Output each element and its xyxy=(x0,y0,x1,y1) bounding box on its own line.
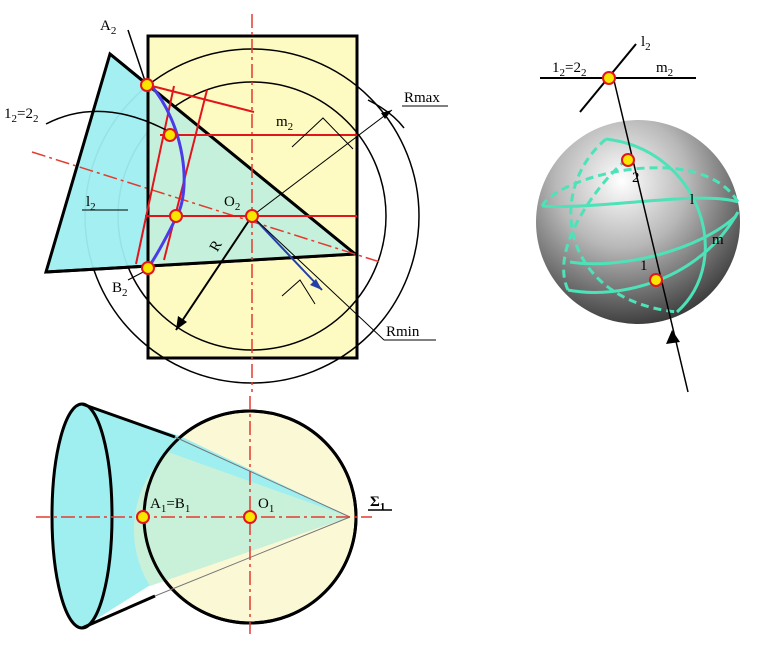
label-a1b1: A1=B1 xyxy=(150,496,190,515)
sphere-body xyxy=(536,120,740,324)
great-circle-m-front xyxy=(541,196,739,208)
great-circle-l-front xyxy=(605,137,707,314)
rmin-radius-line xyxy=(251,215,323,291)
label-rmax: Rmax xyxy=(404,90,440,106)
label-sphere-m2: m2 xyxy=(656,60,673,79)
top-cone-inner-bottom xyxy=(154,516,351,597)
r-radius-line xyxy=(175,215,253,331)
top-cone-base xyxy=(50,402,114,630)
point-1-icon xyxy=(163,128,177,142)
label-sphere-l2: l2 xyxy=(641,34,651,53)
label-curve-l: l xyxy=(690,192,694,208)
r-arrow-icon xyxy=(176,316,187,330)
point-a1b1-icon xyxy=(136,510,150,524)
label-o2: O2 xyxy=(224,194,240,213)
rmax-ray xyxy=(251,109,393,217)
label-m2: m2 xyxy=(276,114,293,133)
point-top-icon xyxy=(602,71,616,85)
right-angle-mark-bottom xyxy=(281,279,316,305)
cone-axis xyxy=(31,151,381,263)
label-curve-m: m xyxy=(712,232,724,248)
a2-leader xyxy=(127,29,147,85)
point-a2-icon xyxy=(140,78,154,92)
great-circle-l-back xyxy=(569,137,678,314)
point-b2-icon xyxy=(141,261,155,275)
point-2-icon xyxy=(621,153,635,167)
top-cone-inner-top xyxy=(174,436,351,518)
one-two-leader xyxy=(45,110,167,131)
label-l2: l2 xyxy=(86,194,96,213)
top-cone-overlap xyxy=(133,452,350,586)
cone-edge-bottom xyxy=(45,252,356,274)
point-1-sphere-icon xyxy=(649,273,663,287)
front-view: A2 B2 O2 l2 m2 12=22 R Rmax Rmin xyxy=(4,14,448,392)
label-a2: A2 xyxy=(100,18,116,37)
top-cone-generator-top xyxy=(81,402,176,439)
great-circle-m-back xyxy=(540,166,740,207)
rmax-arc xyxy=(367,99,405,129)
front-points xyxy=(140,78,259,275)
top-points xyxy=(136,510,257,524)
rmin-leader xyxy=(251,215,385,341)
point-o2-icon xyxy=(245,209,259,223)
point-o1-icon xyxy=(243,510,257,524)
label-point-1: 1 xyxy=(640,258,648,274)
sphere-view: 12=22 l2 m2 2 1 l m xyxy=(536,34,740,393)
point-mid-icon xyxy=(169,209,183,223)
label-rmin: Rmin xyxy=(386,324,420,340)
label-o1: O1 xyxy=(258,496,274,515)
top-cone-generator-bottom xyxy=(81,594,156,630)
intersection-curve xyxy=(146,83,186,269)
label-point-2: 2 xyxy=(632,170,640,186)
line-l-arrow-icon xyxy=(666,330,680,344)
label-one-two: 12=22 xyxy=(4,106,38,125)
label-sigma: Σ1 xyxy=(370,494,385,513)
red-triangle-edge xyxy=(147,84,255,113)
right-angle-mark-top xyxy=(291,117,354,150)
great-circle-o-front xyxy=(569,214,738,266)
sphere-points xyxy=(602,71,663,287)
red-slant-1 xyxy=(135,85,175,265)
label-b2: B2 xyxy=(112,280,128,299)
rmin-arrow-icon xyxy=(310,279,322,290)
label-sphere-one-two: 12=22 xyxy=(552,60,586,79)
sphere-great-circles xyxy=(540,137,740,314)
top-view: A1=B1 O1 Σ1 xyxy=(36,396,392,634)
